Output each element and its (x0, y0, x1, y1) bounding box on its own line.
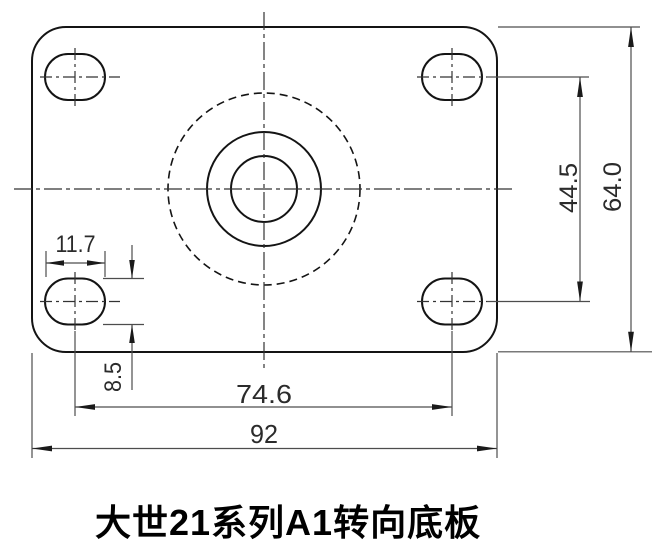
arrowhead (32, 445, 52, 452)
dim-hole-spacing-x (74, 331, 453, 416)
arrowhead (432, 404, 452, 410)
dimension-arrowheads (32, 27, 634, 452)
arrowhead (46, 260, 64, 266)
arrowhead (75, 404, 95, 410)
dim-plate-height (498, 26, 652, 353)
arrowhead (577, 281, 583, 302)
arrowhead (577, 77, 583, 97)
dim-label-hole-spacing-y: 44.5 (555, 163, 583, 213)
drawing-title: 大世21系列A1转向底板 (95, 502, 482, 543)
dim-plate-width (31, 353, 498, 458)
hole-centermarks (40, 48, 487, 331)
dimension-labels: 11.7 8.5 74.6 92 44.5 64.0 (56, 162, 628, 449)
centerlines (14, 12, 513, 368)
dim-label-plate-width: 92 (250, 419, 278, 449)
arrowhead (87, 260, 105, 266)
arrowhead (628, 27, 634, 47)
dim-label-hole-spacing-x: 74.6 (236, 379, 292, 409)
dim-label-slot-width: 11.7 (56, 231, 96, 258)
dim-label-slot-height: 8.5 (100, 362, 127, 392)
arrowhead (129, 260, 135, 279)
arrowhead (477, 445, 497, 452)
arrowhead (628, 331, 634, 352)
dim-label-plate-height: 64.0 (599, 162, 627, 212)
arrowhead (129, 324, 135, 343)
dim-hole-spacing-y (487, 76, 590, 303)
dimension-lines (31, 26, 652, 458)
